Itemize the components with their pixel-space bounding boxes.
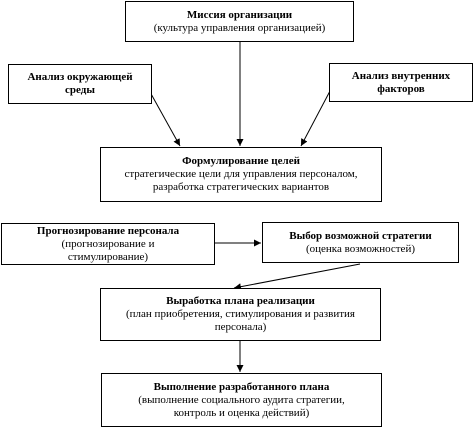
execute-subtitle: (выполнение социального аудита стратегии… [138, 393, 345, 419]
plan-subtitle: (план приобретения, стимулирования и раз… [126, 308, 355, 333]
goals-box: Формулирование целей стратегические цели… [100, 147, 382, 202]
mission-box: Миссия организации (культура управления … [125, 1, 354, 42]
mission-subtitle: (культура управления организацией) [153, 21, 326, 34]
execute-title: Выполнение разработанного плана [153, 380, 330, 393]
arrow-strategy-to-plan [233, 263, 361, 291]
internal-analysis-box: Анализ внутренних факторов [329, 63, 473, 102]
mission-title: Миссия организации [186, 8, 293, 21]
forecast-box: Прогнозирование персонала (прогнозирован… [1, 223, 215, 265]
arrow-internal-to-goals [300, 90, 331, 147]
strategy-box: Выбор возможной стратегии (оценка возмож… [262, 222, 459, 263]
strategy-subtitle: (оценка возможностей) [305, 242, 415, 255]
env-analysis-title: Анализ окружающей среды [27, 71, 133, 96]
strategy-title: Выбор возможной стратегии [289, 229, 432, 242]
internal-analysis-title: Анализ внутренних факторов [351, 69, 451, 95]
execute-box: Выполнение разработанного плана (выполне… [101, 373, 382, 427]
env-analysis-box: Анализ окружающей среды [8, 64, 152, 104]
forecast-title: Прогнозирование персонала [36, 224, 180, 237]
plan-box: Выработка плана реализации (план приобре… [100, 288, 381, 341]
goals-title: Формулирование целей [182, 155, 300, 167]
goals-subtitle: стратегические цели для управления персо… [124, 168, 358, 193]
forecast-subtitle: (прогнозирование и стимулирование) [61, 237, 155, 263]
plan-title: Выработка плана реализации [166, 295, 315, 307]
arrow-env-to-goals [149, 91, 181, 147]
